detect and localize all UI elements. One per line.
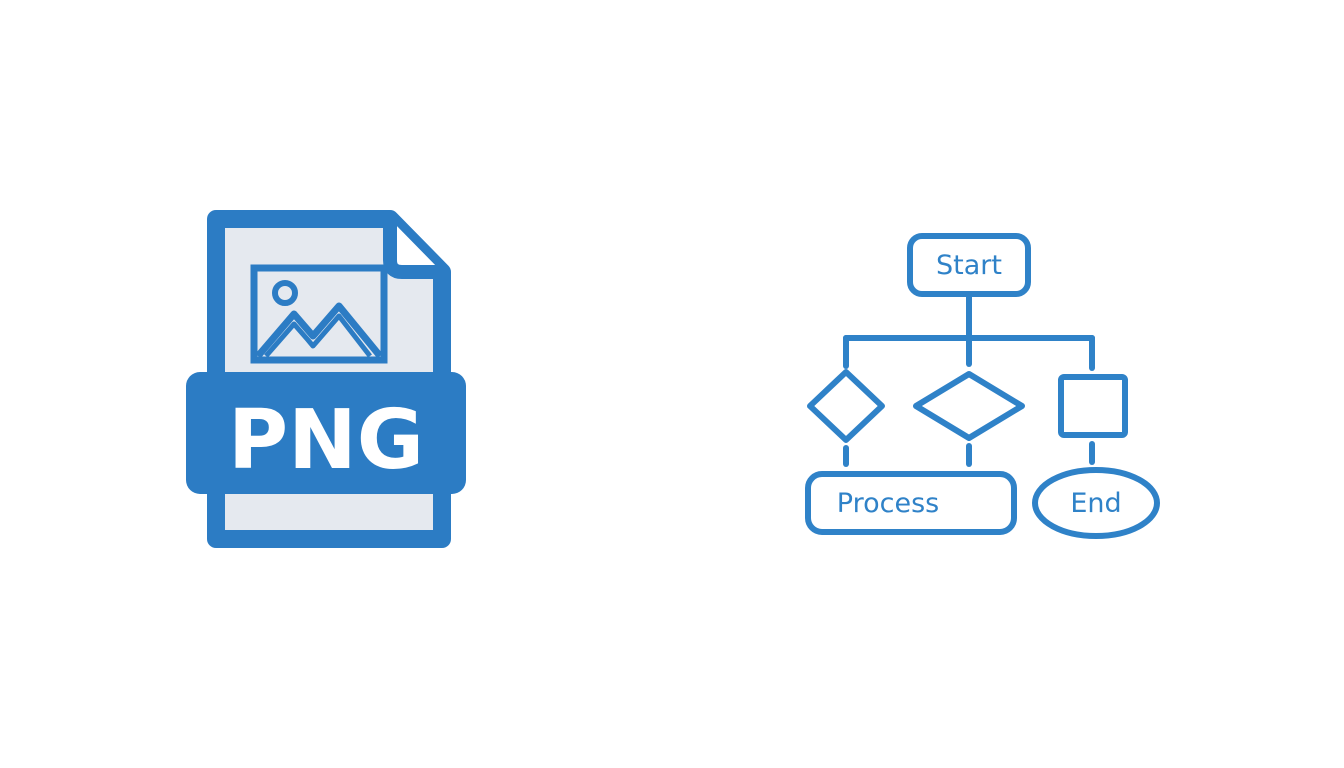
decision-diamond-middle — [913, 371, 1025, 441]
png-label: PNG — [228, 393, 424, 488]
process-node — [805, 471, 1017, 535]
start-label: Start — [936, 250, 1002, 281]
image-icon — [250, 264, 388, 364]
end-label: End — [1070, 488, 1121, 519]
document-fold — [383, 219, 442, 279]
process-square — [1058, 374, 1128, 438]
png-label-band — [186, 372, 466, 494]
process-label: Process — [837, 488, 939, 519]
decision-diamond-left — [807, 369, 885, 443]
end-node — [1032, 467, 1160, 539]
png-file-icon: PNG — [186, 210, 466, 548]
flowchart-diagram: Start Process End — [805, 233, 1160, 539]
